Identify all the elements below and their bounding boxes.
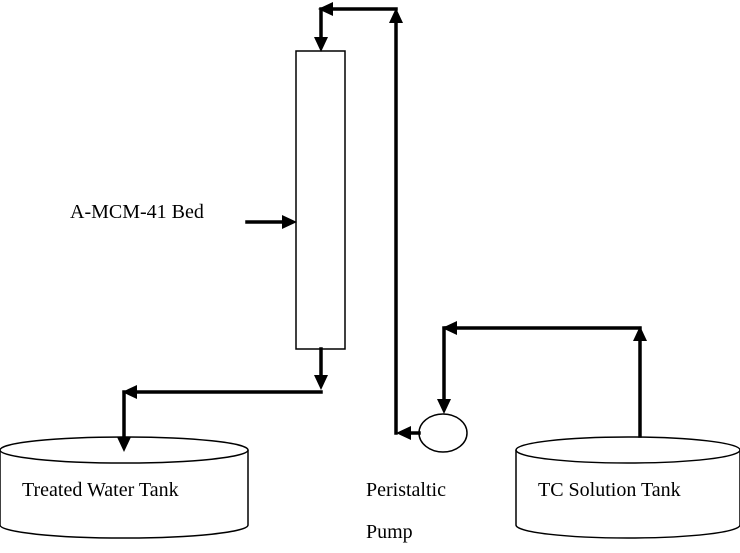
bed-label: A-MCM-41 Bed [70,201,204,223]
treated-water-tank-label: Treated Water Tank [22,479,179,501]
pump-label-line1: Peristaltic [366,479,446,501]
peristaltic-pump [418,413,468,453]
tc-solution-tank-label: TC Solution Tank [538,479,681,501]
bed-label-arrow [245,215,297,229]
pump-outlet-line [314,2,421,440]
column-outlet-line [117,347,328,452]
adsorption-bed-column [295,50,346,350]
treated-water-tank [0,436,249,539]
tc-solution-tank [515,436,740,539]
feed-line [437,321,647,438]
pump-label-line2: Pump [366,521,413,543]
